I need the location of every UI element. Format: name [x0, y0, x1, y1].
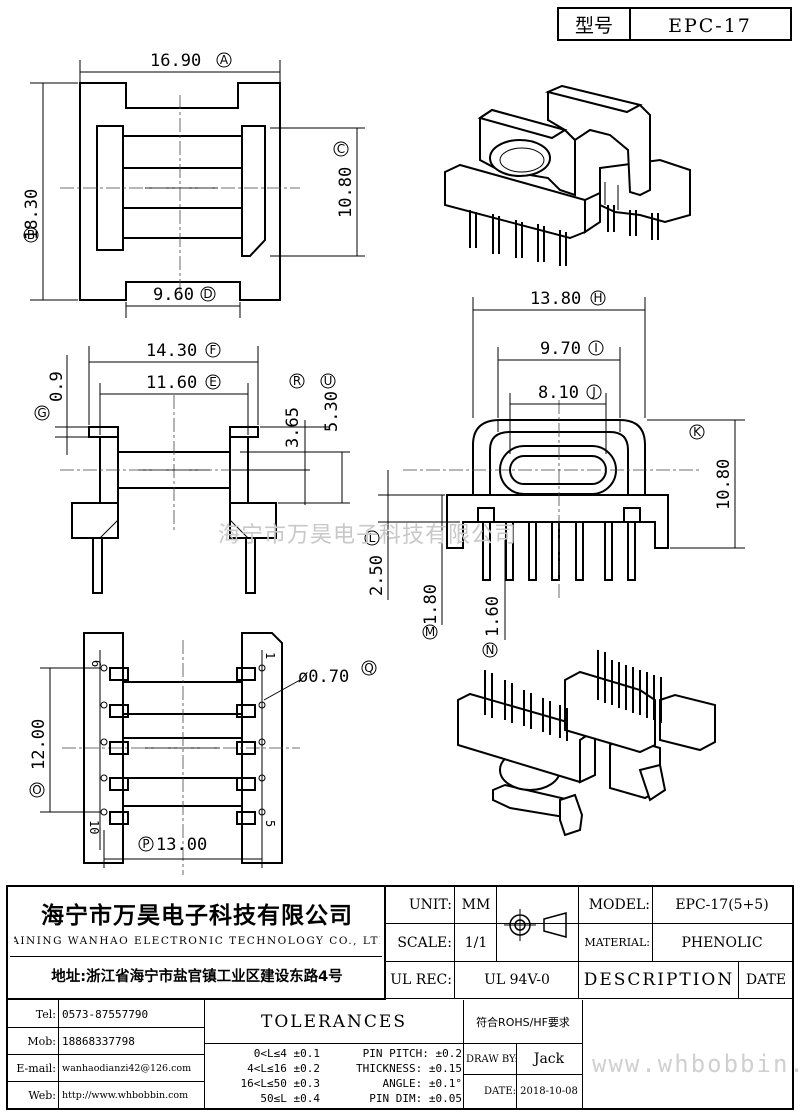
- model-label: MODEL:: [588, 896, 650, 913]
- dim-a-tag: A: [220, 53, 229, 67]
- dim-u-value: 5.30: [322, 391, 342, 432]
- pin-number-top-left: 6: [89, 660, 103, 667]
- unit-value: MM: [461, 896, 491, 913]
- model-header-label: 型号: [575, 15, 613, 37]
- dim-e-value: 11.60: [146, 373, 197, 393]
- isometric-view-top: [444, 84, 691, 266]
- dim-k-tag: K: [693, 425, 702, 439]
- dim-i-value: 9.70: [540, 339, 581, 359]
- side-view: 14.30 F 11.60 E 0.9 G 3.65 R 5.30 U: [34, 341, 350, 594]
- dim-p-value: 13.00: [156, 835, 207, 855]
- scale-value: 1/1: [464, 934, 488, 951]
- tolerance-row-2: 4<L≤16 ±0.2: [247, 1062, 320, 1075]
- tolerance-row-3: 16<L≤50 ±0.3: [240, 1077, 320, 1090]
- pin-number-bottom-right: 5: [263, 820, 277, 827]
- date-label: DATE: [745, 972, 787, 988]
- material-value: PHENOLIC: [681, 934, 763, 951]
- pin-number-bottom-left: 10: [87, 820, 101, 834]
- dim-l-value: 2.50: [367, 555, 387, 596]
- dim-e-tag: E: [209, 375, 217, 389]
- dim-h-value: 13.80: [530, 289, 581, 309]
- scale-label: SCALE:: [397, 934, 452, 951]
- tolerance-row-4: 50≤L ±0.4: [260, 1092, 320, 1105]
- dim-q-tag: Q: [364, 661, 373, 675]
- material-label: MATERIAL:: [584, 936, 650, 949]
- dim-i-tag: I: [594, 341, 598, 355]
- dim-c-tag: C: [337, 142, 345, 156]
- watermark-url: www.whbobbin.com: [592, 1050, 800, 1078]
- dim-j-tag: J: [591, 385, 596, 399]
- contact-web-value: http://www.whbobbin.com: [62, 1089, 189, 1101]
- dim-d-value: 9.60: [153, 285, 194, 305]
- contact-web-label: Web:: [28, 1088, 56, 1102]
- dim-b-tag: B: [27, 228, 35, 242]
- dim-a-value: 16.90: [150, 51, 201, 71]
- rohs-note: 符合ROHS/HF要求: [476, 1016, 570, 1029]
- projection-symbol-icon: [504, 909, 567, 941]
- dim-l-tag: L: [369, 531, 376, 545]
- dim-r-tag: R: [293, 374, 301, 388]
- dim-k-value: 10.80: [714, 459, 734, 510]
- front-view: 13.80 H 9.70 I 8.10 J 10.80 K 2.50 L 1.: [364, 289, 745, 658]
- isometric-view-bottom: [457, 650, 716, 837]
- model-value: EPC-17(5+5): [675, 896, 769, 913]
- dim-o-tag: O: [32, 783, 41, 797]
- dim-b-value: 18.30: [22, 189, 42, 240]
- draw-by-value: Jack: [533, 1051, 565, 1067]
- contact-email-label: E-mail:: [16, 1061, 56, 1075]
- dim-f-value: 14.30: [146, 341, 197, 361]
- dim-h-tag: H: [593, 291, 602, 305]
- dim-o-value: 12.00: [29, 719, 49, 770]
- dim-m-tag: M: [425, 625, 435, 639]
- dim-g-tag: G: [37, 406, 46, 420]
- tolerance-other-3: ANGLE: ±0.1°: [382, 1077, 462, 1090]
- contact-email-value: wanhaodianzi42@126.com: [62, 1062, 192, 1074]
- draw-by-label: DRAW BY:: [466, 1053, 516, 1065]
- dim-n-tag: N: [486, 643, 495, 657]
- dim-r-value: 3.65: [283, 407, 303, 448]
- model-header-box: 型号 EPC-17: [557, 7, 792, 41]
- date-value: 2018-10-08: [520, 1085, 578, 1097]
- pin-number-top-right: 1: [263, 652, 277, 659]
- date-field-label: DATE:: [483, 1085, 516, 1097]
- dim-m-value: 1.80: [421, 584, 441, 625]
- dim-f-tag: F: [210, 343, 217, 357]
- unit-label: UNIT:: [408, 896, 452, 913]
- contact-tel-label: Tel:: [35, 1007, 56, 1021]
- technical-drawing: 型号 EPC-17 16.90 A 18.30 B 10.80: [22, 7, 792, 875]
- dim-u-tag: U: [324, 374, 333, 388]
- ulrec-value: UL 94V-0: [484, 972, 550, 988]
- dim-q-value: ø0.70: [298, 667, 349, 687]
- tolerances-label: TOLERANCES: [261, 1012, 407, 1032]
- dim-j-value: 8.10: [538, 383, 579, 403]
- description-label: DESCRIPTION: [583, 970, 735, 990]
- dim-p-tag: P: [142, 837, 149, 851]
- tolerance-other-1: PIN PITCH: ±0.2: [362, 1047, 462, 1060]
- ulrec-label: UL REC:: [390, 972, 452, 988]
- tolerance-other-2: THICKNESS: ±0.15: [356, 1062, 462, 1075]
- top-view: 16.90 A 18.30 B 10.80 C 9.60 D: [22, 51, 365, 318]
- dim-g-value: 0.9: [47, 371, 67, 402]
- dim-n-value: 1.60: [483, 596, 503, 637]
- company-name-en: HAINING WANHAO ELECTRONIC TECHNOLOGY CO.…: [14, 935, 380, 947]
- dim-c-value: 10.80: [336, 167, 356, 218]
- dim-d-tag: D: [203, 287, 212, 301]
- tolerance-other-4: PIN DIM: ±0.05: [369, 1092, 462, 1105]
- company-name-cn: 海宁市万昊电子科技有限公司: [41, 903, 353, 929]
- bottom-view: 6 1 10 5 12.00 O P 13.00 ø0.70 Q: [29, 632, 377, 875]
- model-header-value: EPC-17: [668, 15, 752, 37]
- contact-mob-label: Mob:: [27, 1034, 56, 1048]
- company-address: 地址:浙江省海宁市盐官镇工业区建设东路4号: [51, 968, 343, 985]
- contact-tel-value: 0573-87557790: [62, 1007, 149, 1021]
- tolerance-row-1: 0<L≤4 ±0.1: [253, 1047, 320, 1060]
- contact-mob-value: 18868337798: [62, 1034, 135, 1048]
- watermark-text: 海宁市万昊电子科技有限公司: [218, 523, 517, 548]
